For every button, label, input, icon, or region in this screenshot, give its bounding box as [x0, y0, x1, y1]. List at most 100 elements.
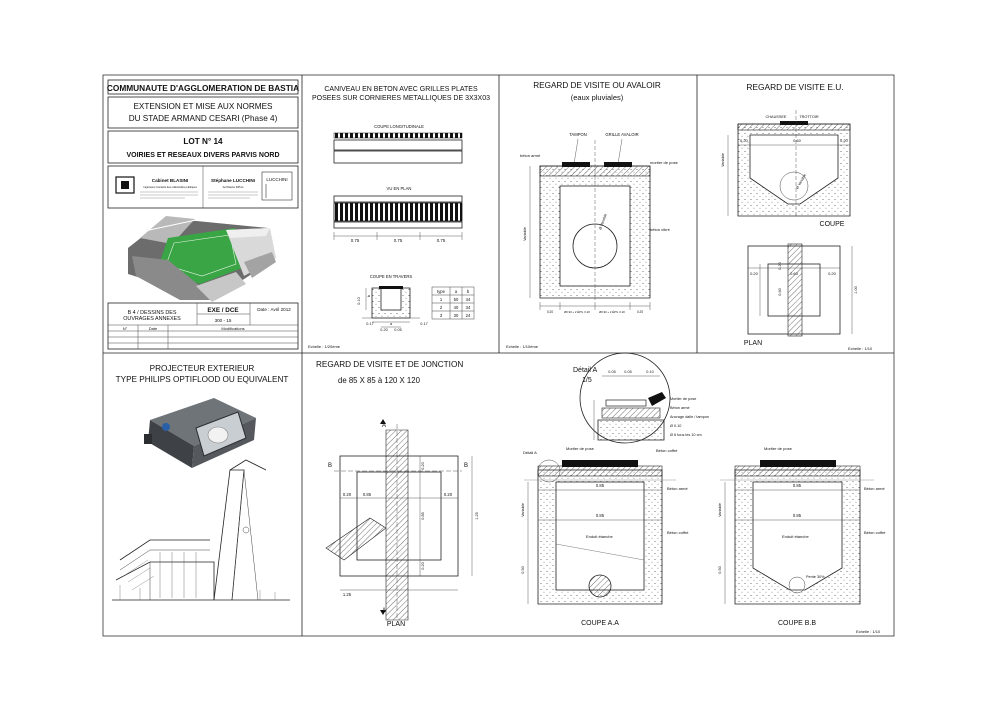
detail-dim-005a: 0.05 — [608, 370, 615, 374]
detail-d010: Ø 0.10 — [670, 424, 681, 428]
avaloir-dim-3: Ø0.90 + 2 ÉPS. 0.20 — [599, 309, 625, 314]
table-r2-type: 2 — [440, 305, 443, 310]
avaloir-beton-arme: béton armé — [520, 153, 541, 158]
eu-coupe-label: COUPE — [820, 221, 845, 228]
eu-dim-020a: 0.20 — [740, 138, 749, 143]
jonction-title-1: REGARD DE VISITE ET DE JONCTION — [316, 360, 463, 369]
detail-d6: Ø 6 tous les 10 cm — [670, 433, 702, 437]
jonction-title-2: de 85 X 85 à 120 X 120 — [338, 376, 421, 385]
eu-variable: Variable — [721, 153, 725, 167]
trav-dim-a: a — [390, 322, 393, 326]
coupe-aa-enduit: Enduit étanche — [586, 534, 613, 539]
jonction-dim-020a: 0.20 — [343, 492, 352, 497]
table-r2-a: 40 — [454, 305, 459, 310]
projecteur-title-2: TYPE PHILIPS OPTIFLOOD OU EQUIVALENT — [116, 375, 289, 384]
eu-plan-dim-2: 0.60 — [790, 271, 799, 276]
vu-en-plan-drawing — [333, 195, 463, 240]
table-head-a: a — [455, 289, 458, 294]
table-head-type: type — [437, 289, 446, 294]
blasini-logo — [115, 176, 135, 194]
table-head-b: b — [467, 289, 470, 294]
firm2-name: Stéphane LUCCHINI — [211, 178, 255, 183]
plan-dim-3: 0.75 — [437, 238, 446, 243]
eu-diameter: Ø Variable — [795, 173, 807, 189]
panel-regard-avaloir: REGARD DE VISITE OU AVALOIR (eaux pluvia… — [506, 81, 679, 349]
avaloir-echelle: Echelle : 1/10ème — [506, 344, 539, 349]
coupe-aa-dim-050: 0.50 — [521, 566, 525, 573]
detail-a-scale: 1/5 — [582, 377, 592, 384]
detail-dim-005b: 0.05 — [624, 370, 631, 374]
eu-chaussee: CHAUSSEE — [766, 115, 787, 119]
caniveau-type-table: type a b 1 50 44 2 40 34 3 30 24 — [431, 286, 475, 320]
detail-a-circle — [579, 352, 671, 444]
jonction-dim-125: 1.25 — [343, 592, 352, 597]
coupe-aa-label: COUPE A.A — [581, 620, 619, 627]
jonction-dim-v125: 1.25 — [475, 512, 479, 519]
trav-dim-b: b — [367, 295, 371, 297]
lot-title: VOIRIES ET RESEAUX DIVERS PARVIS NORD — [127, 152, 280, 159]
avaloir-dim-4: 0.20 — [637, 310, 643, 314]
coupe-bb-mortier: Mortier de pose — [764, 446, 793, 451]
avaloir-dim-1: 0.20 — [547, 310, 553, 314]
client-name: COMMUNAUTE D'AGGLOMERATION DE BASTIA — [107, 83, 299, 93]
rev-col-no: N° — [123, 326, 128, 331]
coupe-aa-beton-coffre-top: Béton coffré — [656, 448, 678, 453]
coupe-travers-label: COUPE EN TRAVERS — [370, 274, 413, 279]
table-r3-type: 3 — [440, 313, 443, 318]
jonction-label-a-bottom: A — [382, 608, 386, 614]
jonction-dim-v085: 0.85 — [421, 512, 425, 519]
caniveau-title-2: POSEES SUR CORNIERES METALLIQUES DE 3X3X… — [312, 95, 490, 102]
coupe-aa-drawing — [524, 460, 676, 605]
firm2-logo-text: LUCCHINI — [266, 177, 287, 182]
coupes-echelle: Echelle : 1/10 — [856, 629, 881, 634]
coupe-aa-detail-ref: Détail A — [523, 450, 537, 455]
eu-dim-060: 0.60 — [793, 138, 802, 143]
plan-dim-2: 0.75 — [394, 238, 403, 243]
project-line-2: DU STADE ARMAND CESARI (Phase 4) — [129, 114, 278, 123]
panel-caniveau: CANIVEAU EN BETON AVEC GRILLES PLATES PO… — [308, 86, 490, 349]
tampon-label: TAMPON — [569, 132, 587, 137]
eu-plan-dim-1: 0.20 — [750, 271, 759, 276]
coupe-aa-beton-arme: Béton armé — [667, 486, 688, 491]
avaloir-title-2: (eaux pluviales) — [571, 93, 624, 102]
plan-dim-1: 0.75 — [351, 238, 360, 243]
eu-plan-vert-2: 0.60 — [778, 288, 782, 295]
coupe-travers-drawing — [362, 286, 420, 328]
table-r1-a: 50 — [454, 297, 459, 302]
coupe-aa-beton-coffre: Béton coffré — [667, 530, 689, 535]
caniveau-title-1: CANIVEAU EN BETON AVEC GRILLES PLATES — [324, 86, 478, 93]
panel-coupe-aa: Détail A Mortier de pose Béton coffré 0.… — [521, 446, 689, 627]
table-r3-a: 30 — [454, 313, 459, 318]
table-r3-b: 24 — [466, 313, 471, 318]
doc-title-1: B 4 / DESSINS DES — [128, 310, 177, 316]
lot-number: LOT N° 14 — [183, 137, 223, 146]
coupe-bb-dim-085b: 0.85 — [793, 513, 802, 518]
jonction-label-b-right: B — [464, 463, 468, 469]
coupe-bb-label: COUPE B.B — [778, 620, 816, 627]
coupe-aa-variable: Variable — [521, 503, 525, 517]
trav-dim-010: 0.10 — [357, 297, 361, 304]
eu-plan-drawing — [747, 243, 853, 337]
jonction-dim-020b: 0.20 — [444, 492, 453, 497]
project-line-1: EXTENSION ET MISE AUX NORMES — [133, 102, 273, 111]
jonction-label-b-left: B — [328, 463, 332, 469]
avaloir-title-1: REGARD DE VISITE OU AVALOIR — [533, 81, 661, 90]
caniveau-echelle: Echelle : 1/20ème — [308, 344, 341, 349]
rev-col-date: Date — [149, 326, 158, 331]
firm2-line: Architecte DPLG — [223, 185, 244, 189]
doc-date: Date : Avril 2012 — [257, 307, 291, 312]
avaloir-dim-2: Ø0.90 + 2 ÉPS. 0.20 — [564, 309, 590, 314]
coupe-longitudinale-label: COUPE LONGITUDINALE — [374, 124, 424, 129]
eu-plan-vert-1: 0.20 — [778, 262, 782, 269]
eu-plan-label: PLAN — [744, 340, 762, 347]
vu-en-plan-label: VU EN PLAN — [387, 186, 412, 191]
eu-title: REGARD DE VISITE E.U. — [746, 82, 843, 92]
jonction-plan-drawing — [325, 419, 473, 621]
coupe-bb-beton-arme: Béton armé — [864, 486, 885, 491]
stadium-rendering — [128, 216, 276, 302]
eu-dim-020b: 0.20 — [840, 138, 849, 143]
title-block: COMMUNAUTE D'AGGLOMERATION DE BASTIA EXT… — [107, 79, 299, 350]
detail-mortier: Mortier de pose — [670, 397, 696, 401]
coupe-bb-enduit: Enduit étanche — [782, 534, 809, 539]
